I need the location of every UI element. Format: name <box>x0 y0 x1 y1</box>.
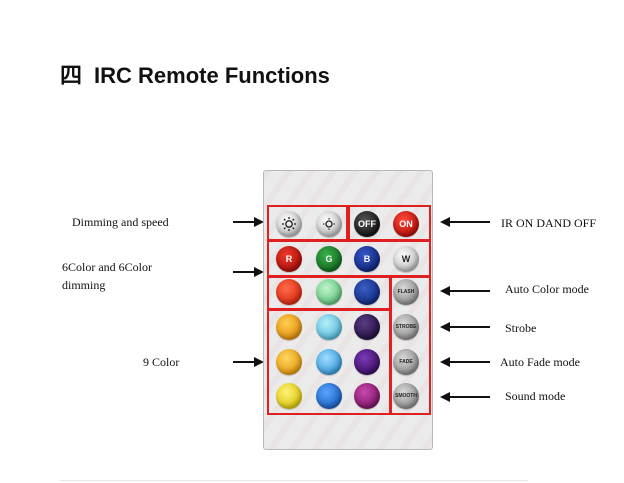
color-magenta-button[interactable] <box>354 383 380 409</box>
on-button[interactable]: ON <box>393 211 419 237</box>
section-number: 四 <box>60 64 83 89</box>
box-ir-on-off <box>348 205 431 241</box>
label-auto-color: Auto Color mode <box>505 282 589 296</box>
brightness-down-button[interactable] <box>316 211 342 237</box>
smooth-button[interactable]: SMOOTH <box>393 383 419 409</box>
color-purple-button[interactable] <box>354 349 380 375</box>
label-dimming-speed: Dimming and speed <box>72 215 169 229</box>
label-six-color-line1: 6Color and 6Color <box>62 260 152 274</box>
title-text: IRC Remote Functions <box>94 63 330 88</box>
red-button[interactable]: R <box>276 246 302 272</box>
color-dark-purple-button[interactable] <box>354 314 380 340</box>
green-button[interactable]: G <box>316 246 342 272</box>
color-cyan-button[interactable] <box>316 314 342 340</box>
box-dimming-speed <box>267 205 348 241</box>
fade-button[interactable]: FADE <box>393 349 419 375</box>
sun-dim-icon <box>323 218 335 230</box>
page-title: 四 IRC Remote Functions <box>60 58 330 90</box>
label-strobe: Strobe <box>505 321 537 335</box>
label-ir-on-off: IR ON DAND OFF <box>501 216 597 230</box>
box-six-color-dimming <box>267 276 391 310</box>
label-sound: Sound mode <box>505 389 566 403</box>
off-button[interactable]: OFF <box>354 211 380 237</box>
white-button[interactable]: W <box>393 246 419 272</box>
color-red-button[interactable] <box>276 279 302 305</box>
color-orange-button[interactable] <box>276 314 302 340</box>
color-amber-button[interactable] <box>276 349 302 375</box>
footer-divider <box>60 480 528 481</box>
color-blue-button[interactable] <box>316 383 342 409</box>
box-mode-column <box>390 276 431 415</box>
label-nine-color: 9 Color <box>143 355 180 369</box>
flash-button[interactable]: FLASH <box>393 279 419 305</box>
label-six-color-line2: dimming <box>62 278 106 292</box>
blue-button[interactable]: B <box>354 246 380 272</box>
color-yellow-button[interactable] <box>276 383 302 409</box>
color-sky-button[interactable] <box>316 349 342 375</box>
color-mint-button[interactable] <box>316 279 342 305</box>
strobe-button[interactable]: STROBE <box>393 314 419 340</box>
sun-icon <box>282 217 296 231</box>
box-nine-color <box>267 309 391 415</box>
box-six-color <box>267 240 431 277</box>
color-navy-button[interactable] <box>354 279 380 305</box>
brightness-up-button[interactable] <box>276 211 302 237</box>
label-auto-fade: Auto Fade mode <box>500 355 580 369</box>
